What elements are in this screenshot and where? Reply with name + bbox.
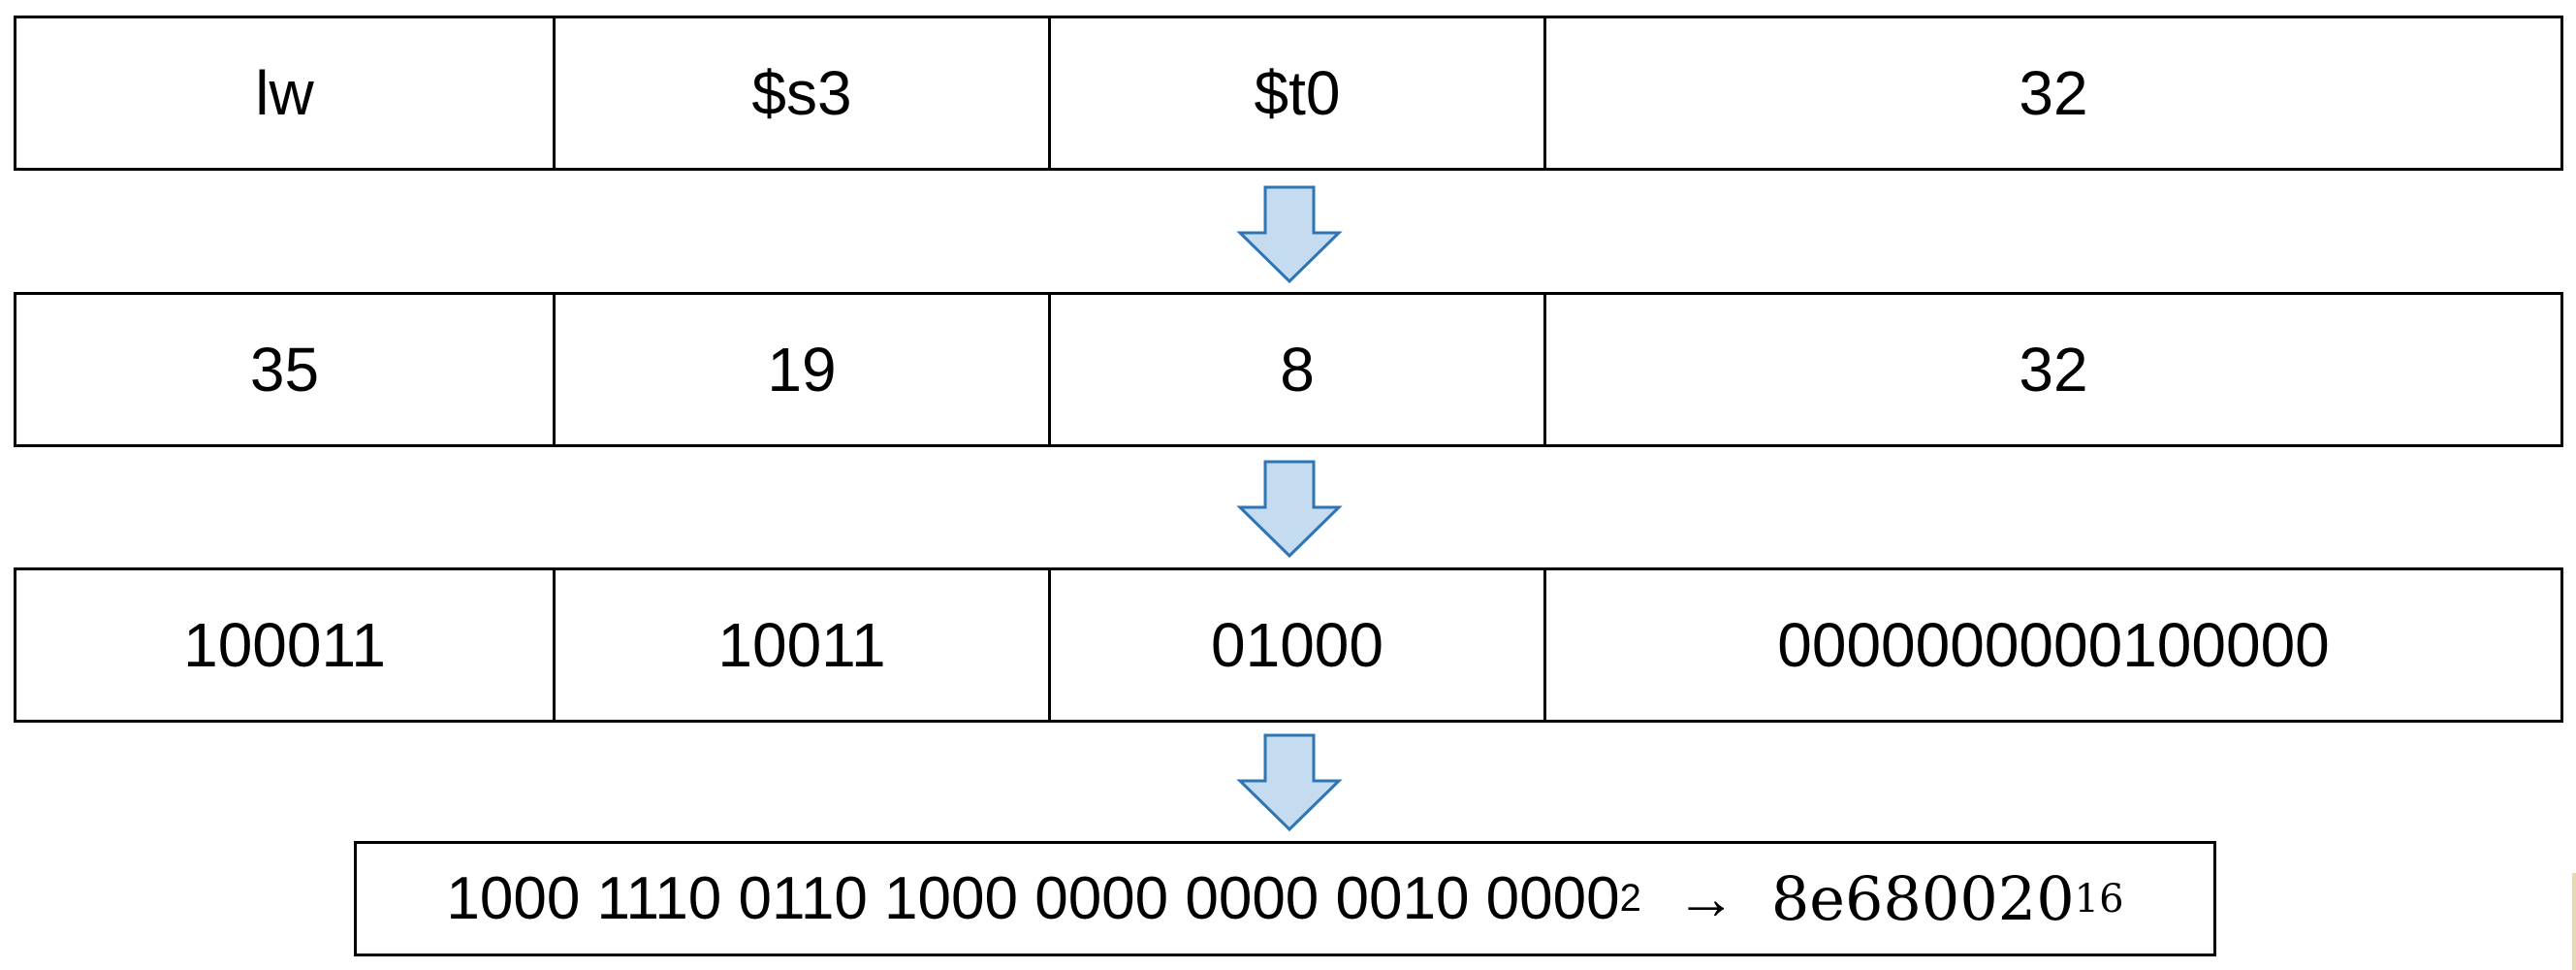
right-arrow-icon: → bbox=[1675, 865, 1736, 932]
rt-cell: 8 bbox=[1051, 295, 1546, 444]
down-arrow-icon bbox=[1236, 733, 1343, 832]
instruction-row-binary: 100011 10011 01000 0000000000100000 bbox=[14, 567, 2563, 723]
rt-cell: 01000 bbox=[1051, 570, 1546, 720]
rs-cell: 10011 bbox=[556, 570, 1051, 720]
instruction-row-decimal: 35 19 8 32 bbox=[14, 292, 2563, 447]
binary-value: 1000 1110 0110 1000 0000 0000 0010 0000 bbox=[446, 865, 1620, 932]
corner-decoration bbox=[2572, 873, 2576, 970]
rs-cell: $s3 bbox=[556, 18, 1051, 168]
immediate-cell: 0000000000100000 bbox=[1777, 610, 2330, 680]
opcode-cell: lw bbox=[16, 18, 556, 168]
immediate-cell: 32 bbox=[2019, 335, 2088, 404]
down-arrow-icon bbox=[1236, 185, 1343, 284]
immediate-cell: 32 bbox=[2019, 58, 2088, 128]
binary-base-subscript: 2 bbox=[1619, 877, 1641, 920]
hex-value: 8e680020 bbox=[1770, 863, 2075, 934]
hex-base-subscript: 16 bbox=[2074, 876, 2124, 922]
rt-cell: $t0 bbox=[1051, 18, 1546, 168]
opcode-cell: 100011 bbox=[16, 570, 556, 720]
down-arrow-icon bbox=[1236, 460, 1343, 559]
rs-cell: 19 bbox=[556, 295, 1051, 444]
instruction-row-mnemonic: lw $s3 $t0 32 bbox=[14, 16, 2563, 171]
opcode-cell: 35 bbox=[16, 295, 556, 444]
